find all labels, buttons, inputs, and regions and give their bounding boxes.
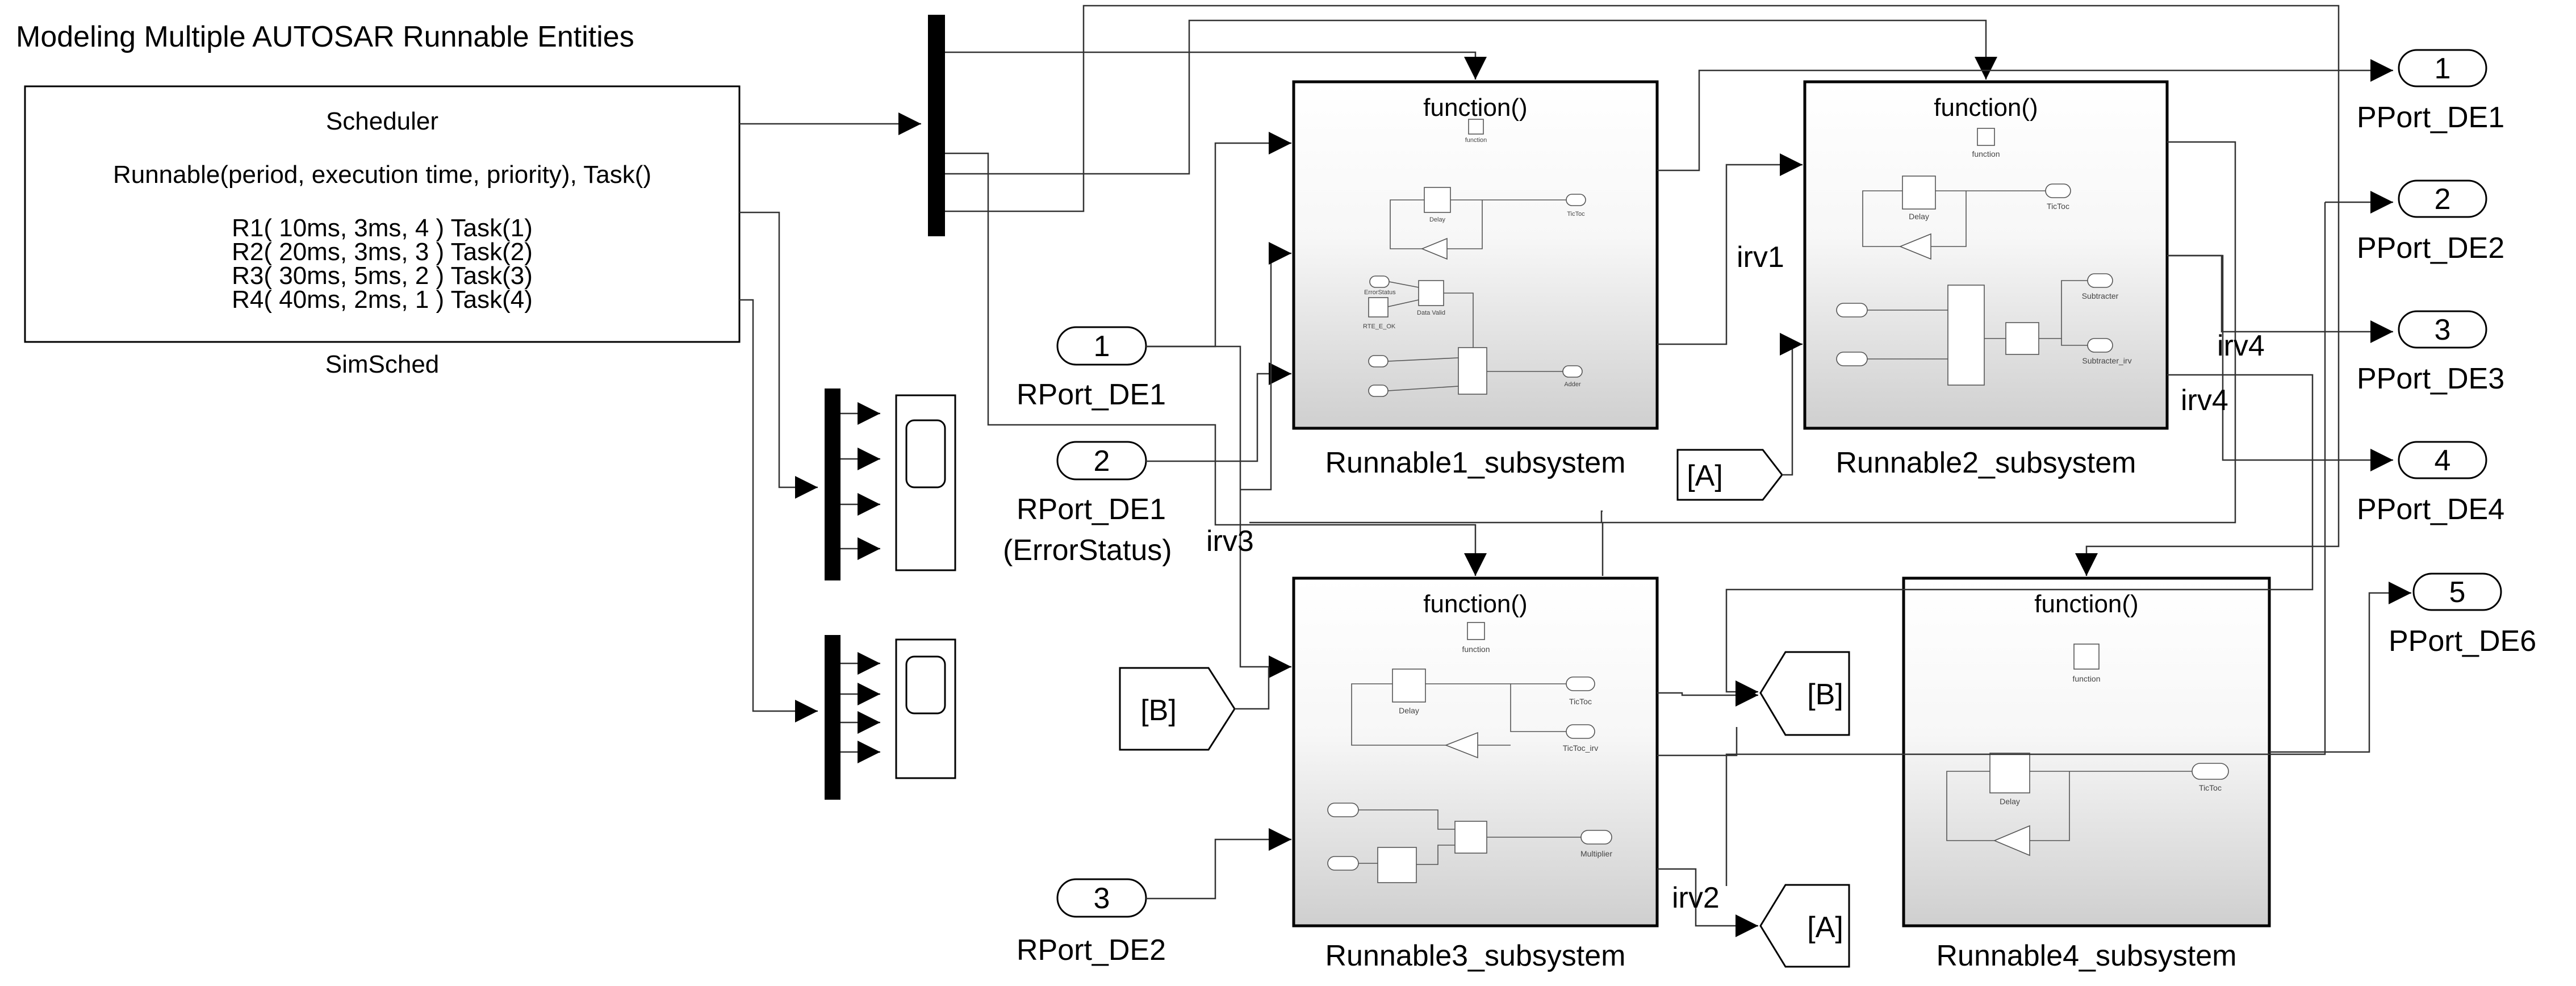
goto-block-a[interactable]: [A] [1759,884,1850,968]
inport-1[interactable]: 1 [1056,326,1147,366]
runnable4-trigger-label: function() [2034,590,2138,618]
outport-4-label: PPort_DE4 [2357,493,2504,526]
svg-text:Adder: Adder [1564,381,1581,388]
signal-wires [945,5,2411,937]
mux-bar-1[interactable] [825,388,840,580]
signal-label-irv2: irv2 [1672,881,1720,914]
inport-1-label: RPort_DE1 [1017,378,1166,411]
from-block-b[interactable]: [B] [1119,667,1236,751]
svg-text:[A]: [A] [1687,459,1723,492]
scheduler-block[interactable]: Scheduler Runnable(period, execution tim… [24,85,741,343]
outport-2[interactable]: 2 [2398,179,2487,218]
svg-text:2: 2 [1094,445,1110,478]
inport-2[interactable]: 2 [1056,441,1147,481]
scheduler-name: SimSched [325,350,440,378]
runnable1-trigger-label: function() [1423,94,1527,122]
svg-text:TicToc: TicToc [1567,211,1585,218]
svg-text:TicToc: TicToc [1569,697,1592,706]
scheduler-runnable-1: R1( 10ms, 3ms, 4 ) Task(1) [232,214,533,242]
runnable2-trigger-label: function() [1934,94,2038,122]
svg-text:Subtracter: Subtracter [2082,291,2119,300]
svg-text:Delay: Delay [2000,797,2020,806]
outport-1-label: PPort_DE1 [2357,101,2504,134]
signal-label-irv1: irv1 [1737,241,1784,274]
runnable4-subsystem-name: Runnable4_subsystem [1937,939,2237,972]
svg-text:RTE_E_OK: RTE_E_OK [1363,323,1396,330]
scheduler-heading: Scheduler [326,107,438,135]
function-call-split-bar[interactable] [928,15,945,236]
svg-text:3: 3 [1094,882,1110,915]
goto-block-b[interactable]: [B] [1759,651,1850,736]
svg-text:Data Valid: Data Valid [1417,310,1445,316]
outport-5[interactable]: 5 [2412,573,2502,611]
runnable1-subsystem-name: Runnable1_subsystem [1325,446,1626,479]
runnable2-subsystem-name: Runnable2_subsystem [1836,446,2136,479]
svg-text:TicToc_irv: TicToc_irv [1563,743,1599,753]
svg-text:[A]: [A] [1807,911,1843,944]
outport-1[interactable]: 1 [2398,49,2487,87]
svg-text:5: 5 [2449,576,2466,609]
outport-5-label: PPort_DE6 [2389,625,2536,658]
signal-label-irv4-b: irv4 [2181,384,2228,417]
runnable3-subsystem-name: Runnable3_subsystem [1325,939,1626,972]
svg-text:Delay: Delay [1399,706,1419,715]
outport-4[interactable]: 4 [2398,441,2487,479]
signal-label-irv3: irv3 [1206,525,1254,558]
mux-bar-2[interactable] [825,635,840,800]
svg-text:TicToc: TicToc [2199,783,2222,792]
svg-text:1: 1 [2435,52,2451,85]
svg-text:function: function [1972,149,2000,158]
signal-label-irv4-a: irv4 [2217,329,2265,362]
model-title: Modeling Multiple AUTOSAR Runnable Entit… [16,20,634,53]
svg-text:TicToc: TicToc [2047,202,2069,211]
outport-2-label: PPort_DE2 [2357,232,2504,265]
scheduler-wires [739,112,921,722]
runnable1-subsystem[interactable]: function() function Delay TicToc ErrorSt… [1292,80,1659,430]
scope-block-2[interactable] [895,638,956,779]
svg-text:Subtracter_irv: Subtracter_irv [2082,356,2131,365]
scheduler-runnable-3: R3( 30ms, 5ms, 2 ) Task(3) [232,262,533,290]
svg-text:Delay: Delay [1909,212,1929,221]
svg-text:ErrorStatus: ErrorStatus [1364,289,1396,296]
runnable4-subsystem[interactable]: function() function Delay TicToc [1902,576,2271,927]
svg-text:Delay: Delay [1429,216,1446,223]
svg-text:[B]: [B] [1807,678,1843,711]
runnable2-subsystem[interactable]: function() function Delay TicToc Subtrac… [1803,80,2169,430]
runnable3-trigger-label: function() [1423,590,1527,618]
inport-3[interactable]: 3 [1056,878,1147,918]
svg-text:[B]: [B] [1140,694,1177,727]
svg-text:Multiplier: Multiplier [1580,849,1612,858]
from-block-a[interactable]: [A] [1676,449,1783,501]
scheduler-runnable-4: R4( 40ms, 2ms, 1 ) Task(4) [232,286,533,314]
runnable3-subsystem[interactable]: function() function Delay TicToc TicToc_… [1292,576,1659,927]
outport-3-label: PPort_DE3 [2357,362,2504,395]
svg-text:3: 3 [2435,314,2451,346]
svg-text:4: 4 [2435,444,2451,477]
svg-text:function: function [2072,674,2100,683]
inport-2-sublabel: (ErrorStatus) [1003,534,1172,567]
inport-3-label: RPort_DE2 [1017,934,1166,967]
svg-text:function: function [1462,645,1490,654]
scheduler-signature: Runnable(period, execution time, priorit… [113,161,651,189]
scope-block-1[interactable] [895,394,956,571]
svg-text:2: 2 [2435,183,2451,216]
inport-2-label: RPort_DE1 [1017,493,1166,526]
scheduler-runnable-2: R2( 20ms, 3ms, 3 ) Task(2) [232,238,533,266]
mux-wires [840,402,880,763]
svg-text:1: 1 [1094,330,1110,363]
svg-text:function: function [1465,137,1487,144]
outport-3[interactable]: 3 [2398,310,2487,349]
